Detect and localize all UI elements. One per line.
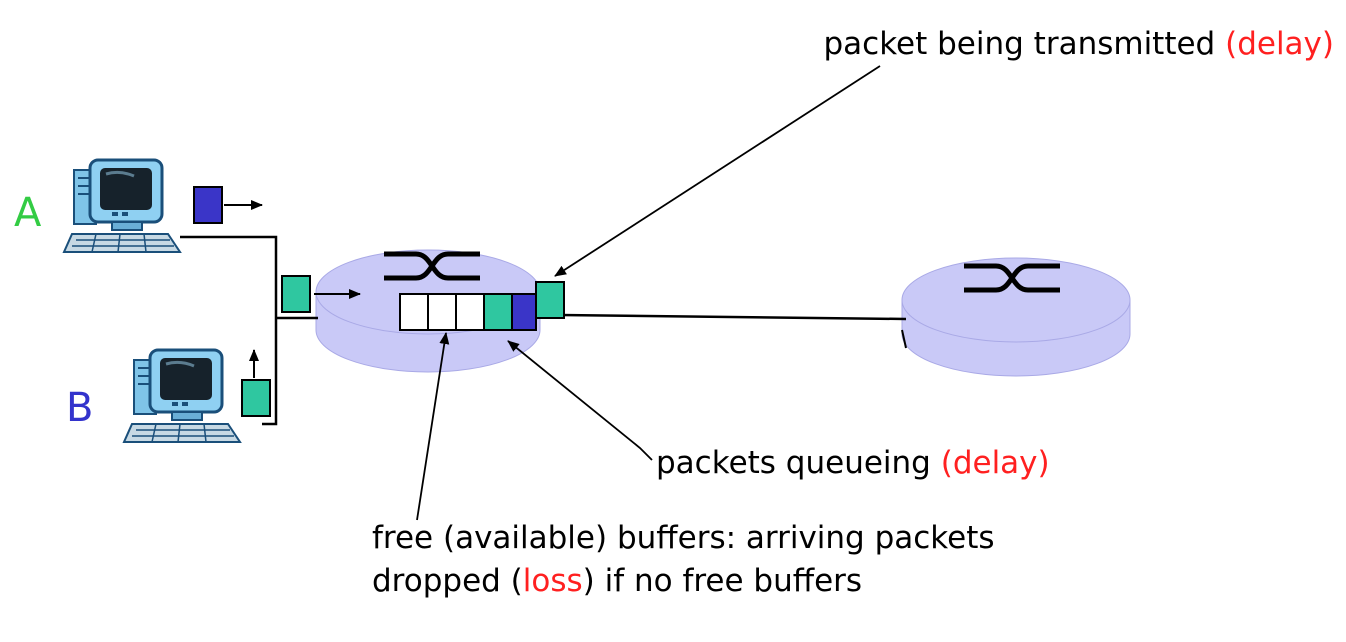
host-a-label: A	[14, 190, 42, 236]
router-link	[559, 313, 907, 321]
transmitted-label: packet being transmitted (delay)	[823, 26, 1334, 62]
free-buffer	[427, 293, 457, 331]
access-links	[180, 235, 318, 426]
queueing-label: packets queueing (delay)	[656, 445, 1050, 481]
dropped-label: dropped (loss) if no free buffers	[372, 563, 862, 599]
output-buffer-queue	[399, 293, 537, 331]
host-b-label: B	[66, 385, 93, 431]
queueing-arrow	[507, 340, 653, 461]
queued-packet	[483, 293, 513, 331]
queued-packet	[511, 293, 537, 331]
desktop-computer-icon	[62, 158, 182, 254]
packet	[241, 379, 271, 417]
desktop-computer-icon	[122, 348, 242, 444]
transmitting-packet	[535, 281, 565, 319]
host-a: A	[14, 158, 263, 254]
free-buffers-arrow	[416, 332, 450, 521]
router-right	[901, 257, 1131, 377]
arriving-packet	[281, 275, 361, 313]
packet	[193, 186, 223, 224]
free-buffers-label: free (available) buffers: arriving packe…	[372, 520, 995, 556]
transmitted-arrow	[554, 65, 881, 277]
free-buffer	[399, 293, 429, 331]
free-buffer	[455, 293, 485, 331]
host-b: B	[66, 348, 271, 444]
